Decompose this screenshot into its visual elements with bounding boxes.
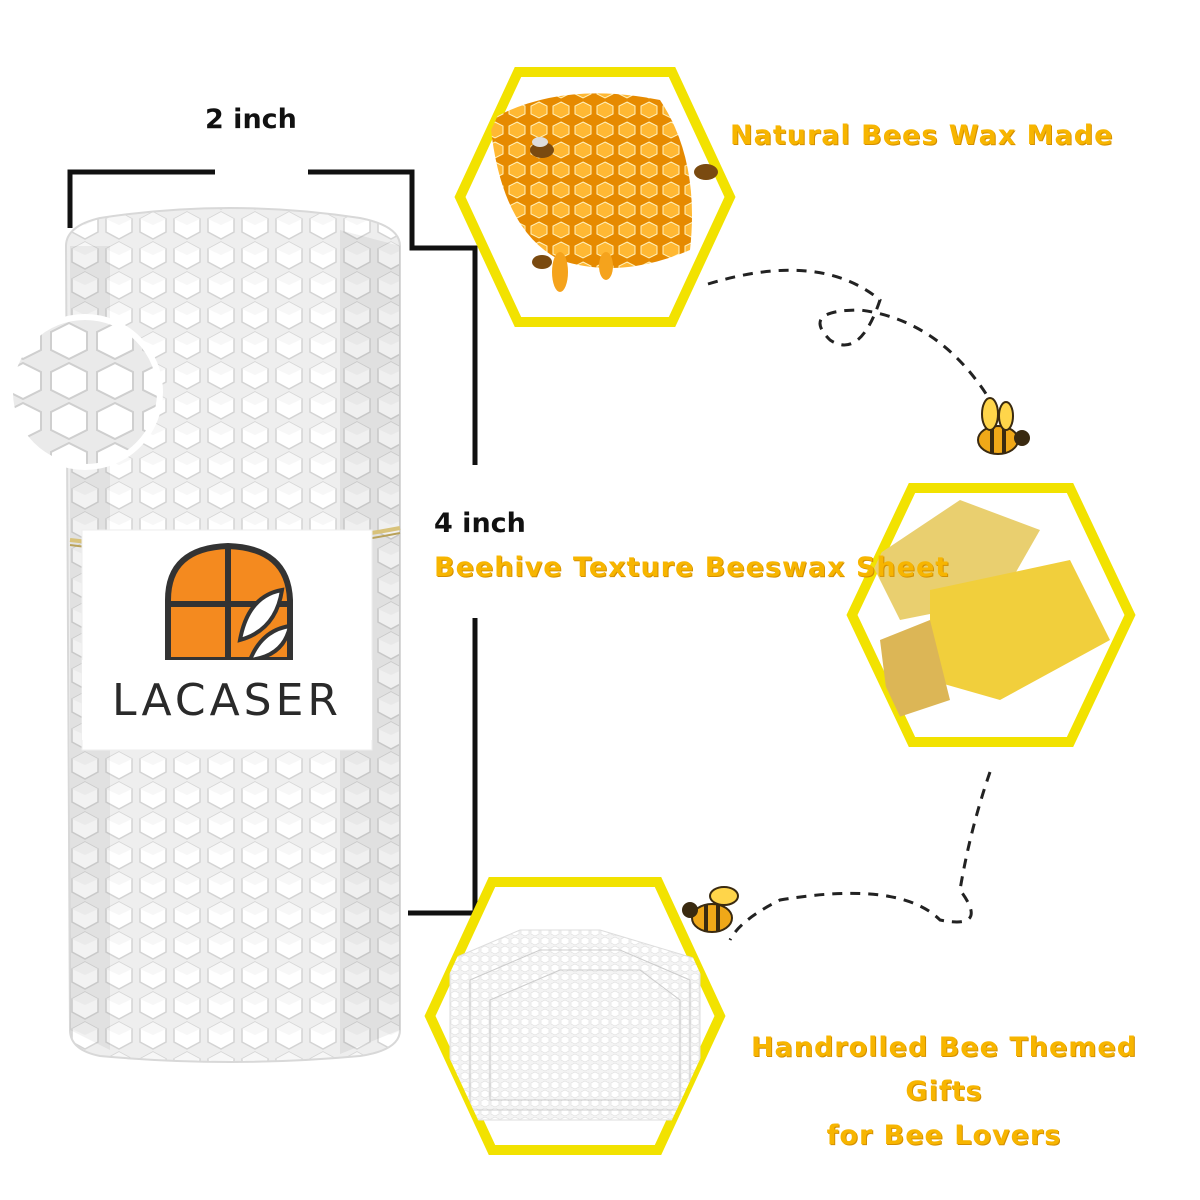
height-label: 4 inch — [434, 508, 526, 539]
brand-tag-text: LACASER — [82, 530, 372, 750]
width-label: 2 inch — [205, 104, 297, 135]
feature-natural: Natural Bees Wax Made — [730, 120, 1114, 151]
flight-path-bottom — [728, 771, 992, 941]
wax-blocks-image — [870, 500, 1110, 720]
brand-name: LACASER — [82, 660, 372, 740]
bee-icon — [532, 255, 552, 269]
feature-gifts-line1: Handrolled Bee Themed Gifts — [750, 1032, 1138, 1107]
honeycomb-image — [490, 93, 692, 292]
bee-icon — [977, 397, 1030, 455]
feature-gifts: Handrolled Bee Themed Gifts for Bee Love… — [714, 1026, 1174, 1158]
feature-texture: Beehive Texture Beeswax Sheet — [434, 552, 950, 583]
window-logo-icon — [165, 542, 293, 663]
width-bracket-right — [308, 169, 478, 465]
width-bracket-left — [67, 169, 215, 228]
texture-zoom-circle — [7, 314, 163, 470]
wax-sheets-image — [449, 929, 701, 1121]
bee-icon — [682, 886, 739, 933]
feature-gifts-line2: for Bee Lovers — [826, 1120, 1062, 1151]
bee-icon — [694, 164, 718, 180]
flight-path-top — [707, 268, 992, 401]
height-bracket-bottom — [408, 618, 478, 916]
bee-icon — [530, 137, 554, 158]
